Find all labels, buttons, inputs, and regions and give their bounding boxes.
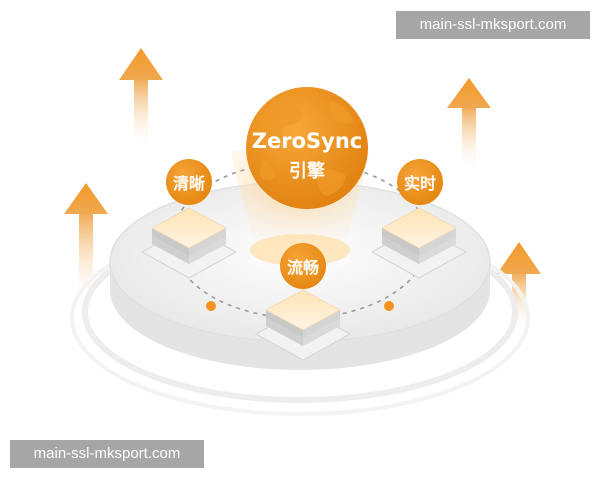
feature-badge-clear: 清晰 (166, 159, 212, 205)
engine-subtitle: 引擎 (289, 160, 325, 182)
feature-label-realtime: 实时 (404, 174, 436, 193)
arrow-up-icon-right-high (447, 78, 491, 172)
globe-icon (246, 87, 368, 209)
arrow-up-icon-left-high (119, 48, 163, 150)
orbit-dot-right (384, 301, 394, 311)
orbit-dot-left (206, 301, 216, 311)
feature-label-clear: 清晰 (173, 174, 205, 193)
feature-label-smooth: 流畅 (287, 258, 319, 277)
feature-badge-realtime: 实时 (397, 159, 443, 205)
watermark-top: main-ssl-mksport.com (396, 11, 590, 39)
arrow-up-icon-left-low (64, 183, 108, 308)
server-stack-icon-left (140, 207, 238, 279)
watermark-bottom: main-ssl-mksport.com (10, 440, 204, 468)
server-stack-icon-center (254, 289, 352, 361)
engine-title: ZeroSync (252, 129, 362, 153)
feature-badge-smooth: 流畅 (280, 243, 326, 289)
server-stack-icon-right (370, 207, 468, 279)
